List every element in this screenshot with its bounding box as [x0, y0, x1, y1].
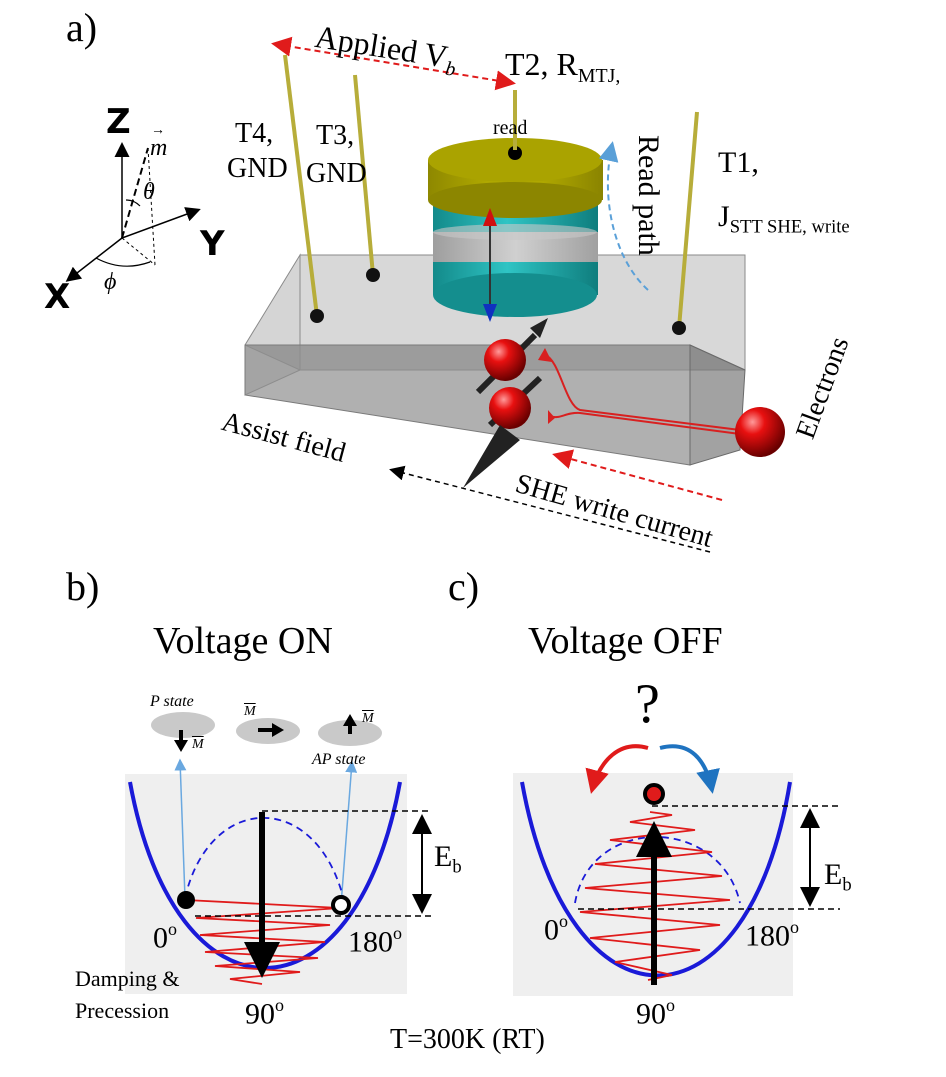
panel-c-angle-90: 90o	[636, 995, 675, 1031]
assist-field-arrow	[389, 465, 711, 553]
panel-b-title: Voltage ON	[153, 620, 333, 662]
panel-c-title: Voltage OFF	[528, 620, 723, 662]
axis-z-label: Z	[106, 102, 131, 142]
read-path-arrow	[598, 141, 649, 291]
panel-c-red-curve-arrow	[585, 744, 649, 794]
panel-b-angle-180: 180o	[348, 923, 402, 959]
axis-x-label: X	[44, 277, 71, 317]
t3-label-line2: GND	[306, 158, 367, 189]
t4-label-line1: T4,	[235, 118, 274, 149]
panel-b-states	[151, 712, 382, 906]
axis-y-label: Y	[200, 224, 225, 264]
axis-theta-label: θ	[143, 179, 155, 205]
t3-label-line1: T3,	[316, 120, 355, 151]
panel-c-eb-label: Eb	[824, 858, 852, 896]
red-sphere-icon	[463, 318, 548, 488]
panel-a-label: a)	[66, 5, 98, 50]
temperature-label: T=300K (RT)	[390, 1024, 545, 1055]
axis-m-label: m	[150, 135, 168, 161]
panel-c-blue-curve-arrow	[659, 744, 720, 794]
panel-b-background	[125, 774, 407, 994]
mtj-pillar	[428, 138, 603, 322]
read-small-label: read	[493, 117, 528, 139]
damping-label-line1: Damping &	[75, 966, 180, 991]
axis-phi-label: ϕ	[104, 269, 117, 295]
panel-b-label: b)	[66, 564, 100, 609]
t2-label: T2, RMTJ,	[505, 46, 621, 87]
axis-m-vector-mark: →	[151, 123, 165, 138]
t1-label-line2: JSTT SHE, write	[718, 200, 850, 238]
applied-vb-arrow	[271, 36, 516, 91]
damping-label-line2: Precession	[75, 998, 170, 1023]
panel-c-energy-curve	[520, 781, 792, 978]
electron-path	[538, 348, 785, 457]
panel-c-angle-180: 180o	[745, 917, 799, 953]
terminal-wires	[283, 54, 699, 335]
mid-state-m-label: M	[244, 704, 256, 719]
ap-state-m-label: M	[362, 711, 374, 726]
t4-label-line2: GND	[227, 153, 288, 184]
panel-b-angle-90: 90o	[245, 995, 284, 1031]
substrate-slab	[244, 253, 746, 466]
p-state-label: P state	[150, 693, 194, 710]
panel-c-precession	[579, 811, 731, 981]
p-state-m-label: M	[192, 737, 204, 752]
panel-b-angle-0: 0o	[153, 919, 177, 955]
read-path-label: Read path	[632, 135, 665, 256]
t1-label-line1: T1,	[718, 146, 759, 179]
panel-c-angle-0: 0o	[544, 911, 568, 947]
coordinate-axes	[65, 142, 201, 282]
ap-state-label: AP state	[312, 751, 366, 768]
panel-b-eb-label: Eb	[434, 840, 462, 878]
she-current-arrow	[552, 449, 723, 501]
panel-c-question: ?	[635, 673, 660, 735]
panel-c-label: c)	[448, 564, 480, 609]
